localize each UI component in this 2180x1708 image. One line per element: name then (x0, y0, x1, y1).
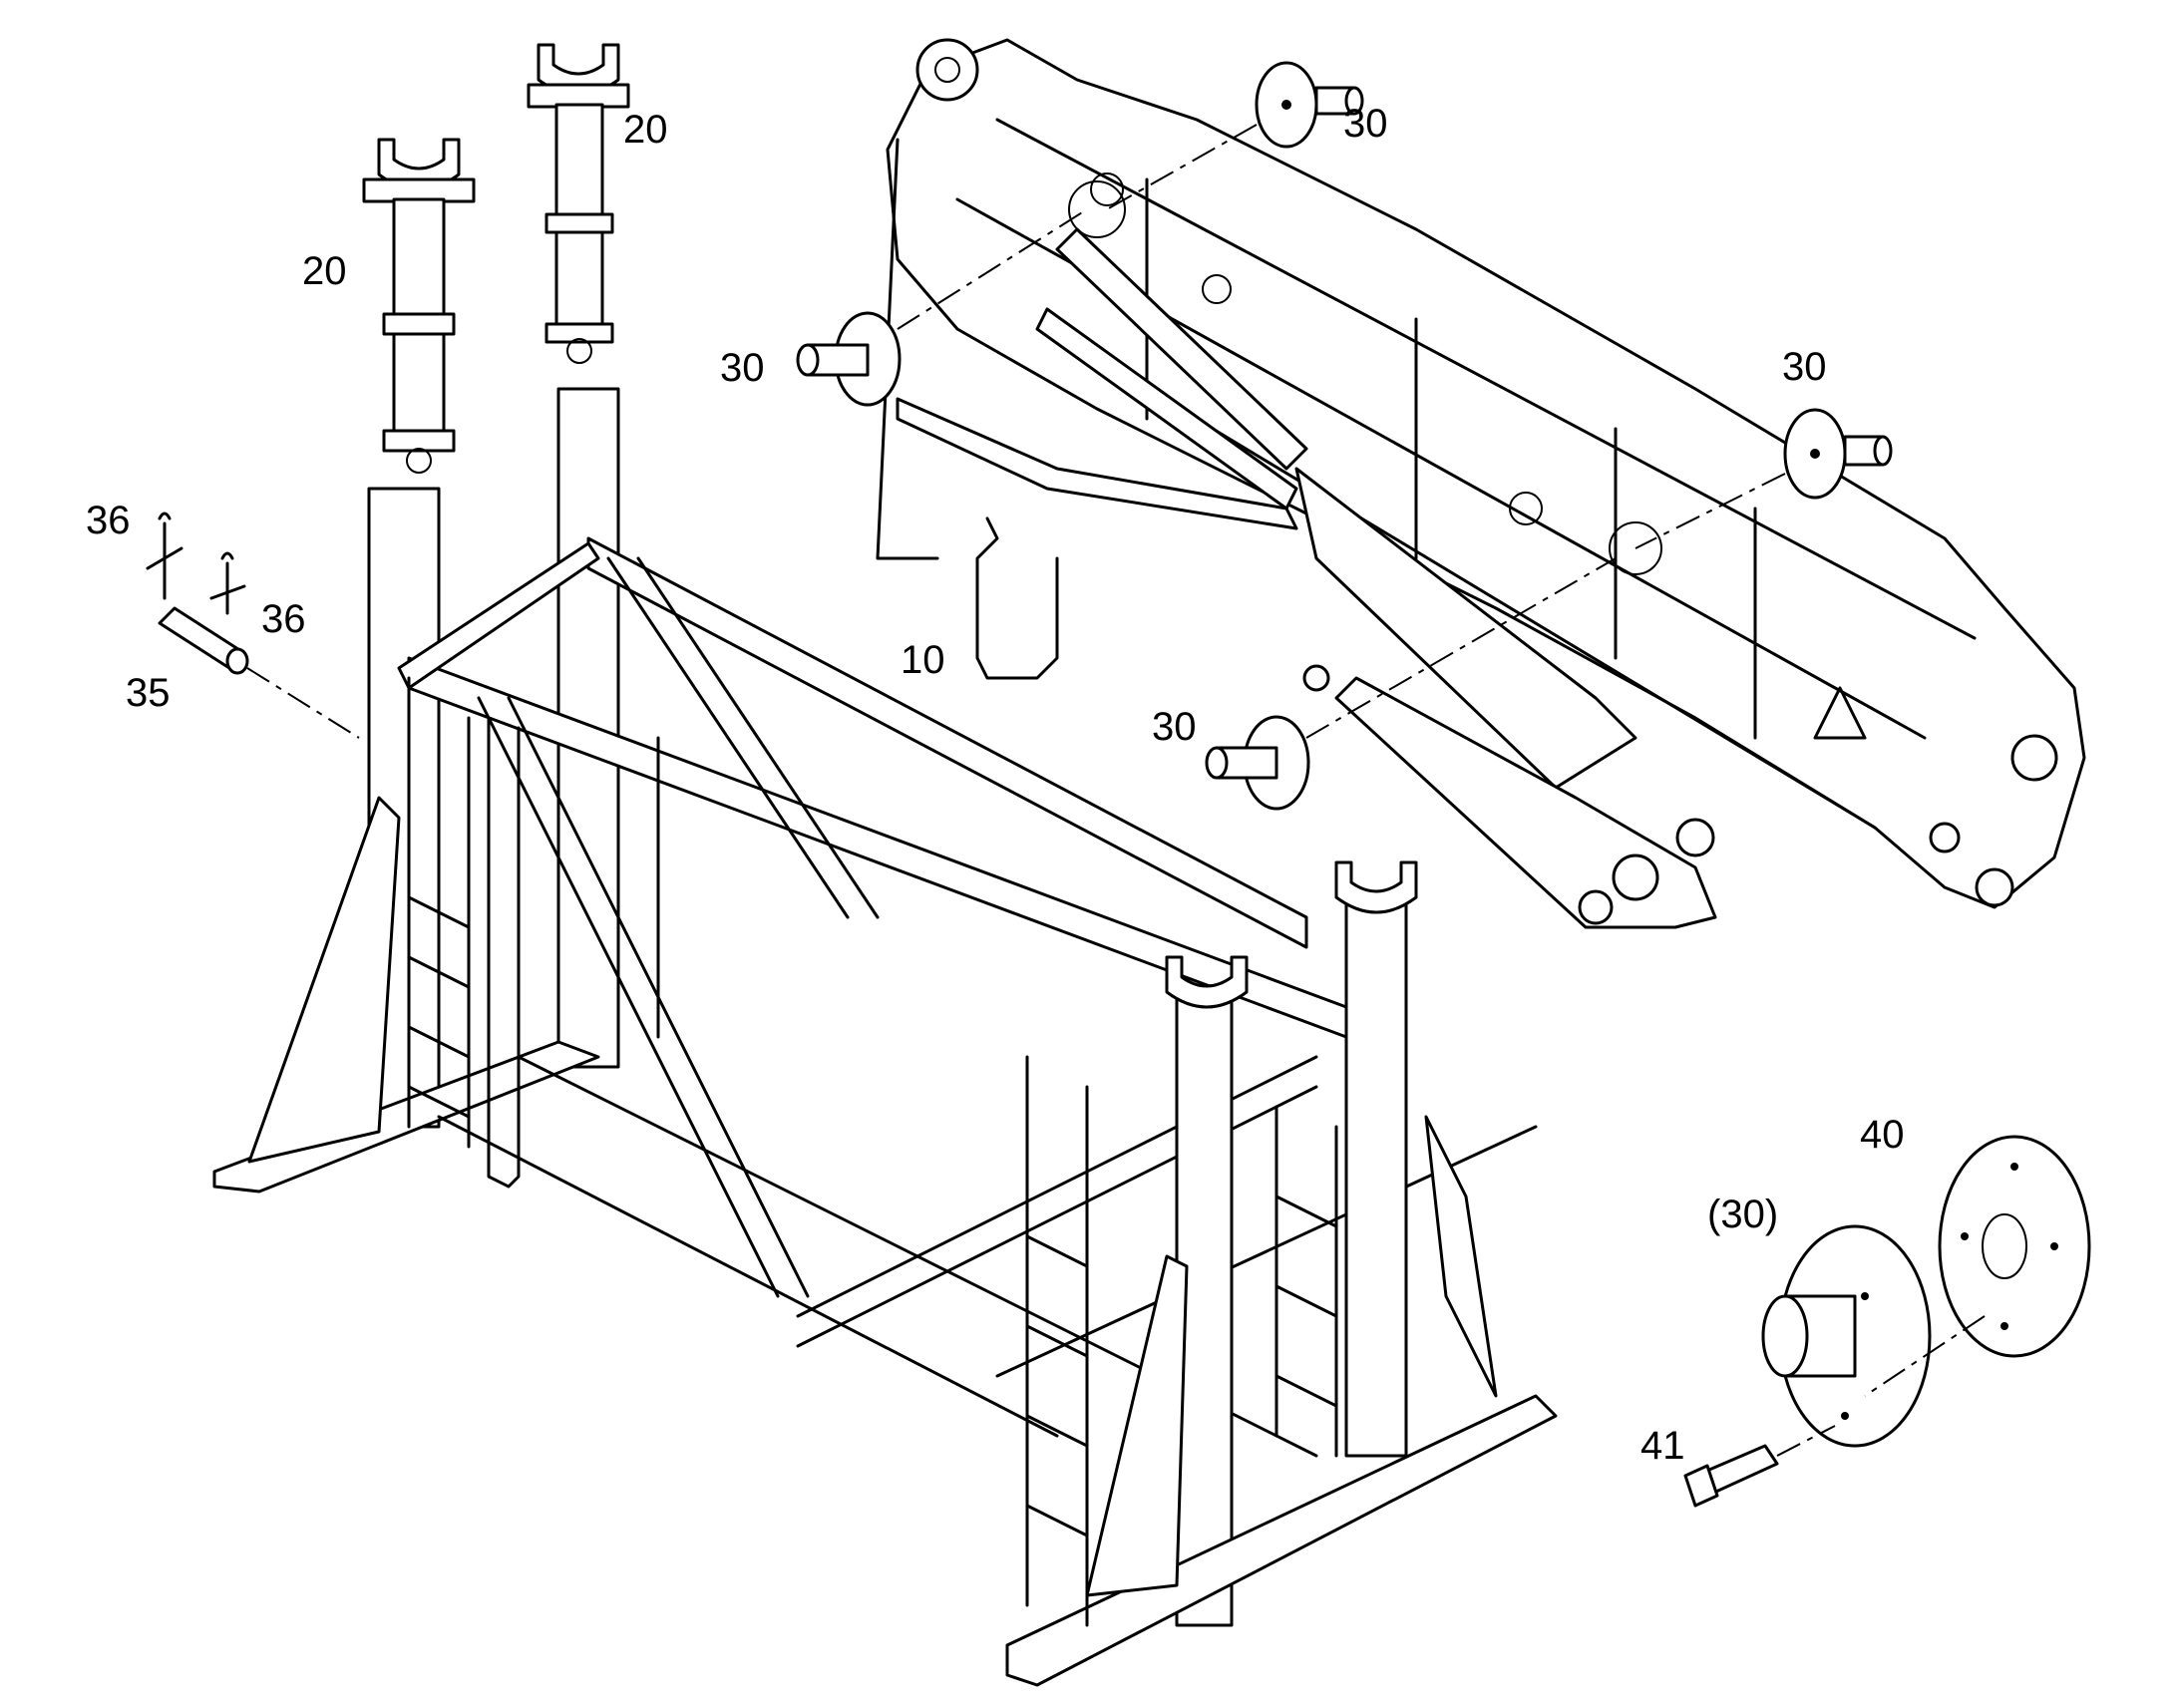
label-screw-41: 41 (1640, 1424, 1685, 1468)
label-pin-right-30: 30 (1782, 345, 1827, 389)
label-pin-top-30: 30 (1343, 102, 1388, 146)
boom-pin-upper-left (796, 208, 1088, 407)
label-detail-pin-30: (30) (1707, 1193, 1778, 1236)
boom-assembly (876, 38, 2086, 909)
boom-pin-lower-left (1205, 557, 1617, 811)
support-post-left (362, 138, 476, 474)
label-bolt-pin-35: 35 (126, 671, 171, 715)
boom-pin-top (1106, 61, 1364, 210)
label-pin-upper-left-30: 30 (720, 346, 765, 390)
label-clip-right-36: 36 (261, 597, 306, 641)
detail-plate-40 (1864, 1135, 2091, 1397)
label-plate-40: 40 (1860, 1113, 1905, 1157)
rack-frame (212, 387, 1558, 1687)
label-post-right-20: 20 (623, 108, 668, 152)
bolt-pin-35 (158, 606, 360, 739)
label-pin-lower-left-30: 30 (1152, 705, 1197, 749)
clip-36-right (209, 551, 246, 615)
label-clip-left-36: 36 (86, 499, 131, 542)
hydraulic-cylinders (896, 227, 1717, 929)
label-frame-10: 10 (901, 638, 945, 682)
detail-pin-30 (1761, 1224, 1932, 1448)
support-post-right (527, 43, 630, 364)
label-post-left-20: 20 (302, 249, 347, 293)
detail-screw-41 (1683, 1425, 1836, 1508)
boom-pin-right (1635, 408, 1893, 549)
clip-36-left (146, 512, 183, 600)
